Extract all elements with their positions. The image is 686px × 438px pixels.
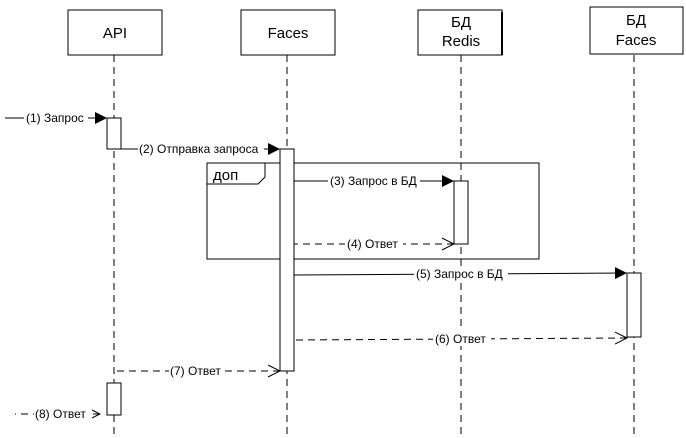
participant-db-redis-line1: БД xyxy=(451,14,471,31)
message-7-label: (7) Ответ xyxy=(170,364,221,378)
message-7: (7) Ответ xyxy=(114,363,280,378)
message-5: (5) Запрос в БД xyxy=(293,266,627,281)
message-6-label: (6) Ответ xyxy=(435,332,486,346)
message-6: (6) Ответ xyxy=(293,331,627,346)
activation-api-1 xyxy=(106,117,122,150)
activation-api-2 xyxy=(106,382,122,416)
participant-db-faces-line1: БД xyxy=(626,12,646,29)
message-1: (1) Запрос xyxy=(5,110,107,125)
fragment-label: доп xyxy=(213,167,238,184)
activation-db-redis xyxy=(453,180,469,245)
message-3-label: (3) Запрос в БД xyxy=(330,174,417,188)
participant-db-redis: БД Redis xyxy=(417,9,503,56)
message-2-label: (2) Отправка запроса xyxy=(139,142,259,156)
fragment-opt: доп xyxy=(206,162,540,260)
message-3: (3) Запрос в БД xyxy=(294,173,454,188)
participant-faces: Faces xyxy=(240,9,336,56)
participant-faces-label: Faces xyxy=(268,25,309,42)
participant-db-faces: БД Faces xyxy=(589,6,684,55)
message-4: (4) Ответ xyxy=(294,236,454,251)
participant-api: API xyxy=(67,9,163,56)
message-1-label: (1) Запрос xyxy=(26,111,84,125)
message-2: (2) Отправка запроса xyxy=(121,141,280,156)
message-8: (8) Ответ xyxy=(15,406,100,421)
activation-faces xyxy=(279,148,295,372)
participant-db-faces-line2: Faces xyxy=(616,32,657,49)
activation-db-faces xyxy=(626,272,642,338)
message-4-label: (4) Ответ xyxy=(347,237,398,251)
message-8-label: (8) Ответ xyxy=(35,407,86,421)
participant-api-label: API xyxy=(103,25,127,42)
message-5-label: (5) Запрос в БД xyxy=(416,267,503,281)
participant-db-redis-line2: Redis xyxy=(442,33,480,50)
